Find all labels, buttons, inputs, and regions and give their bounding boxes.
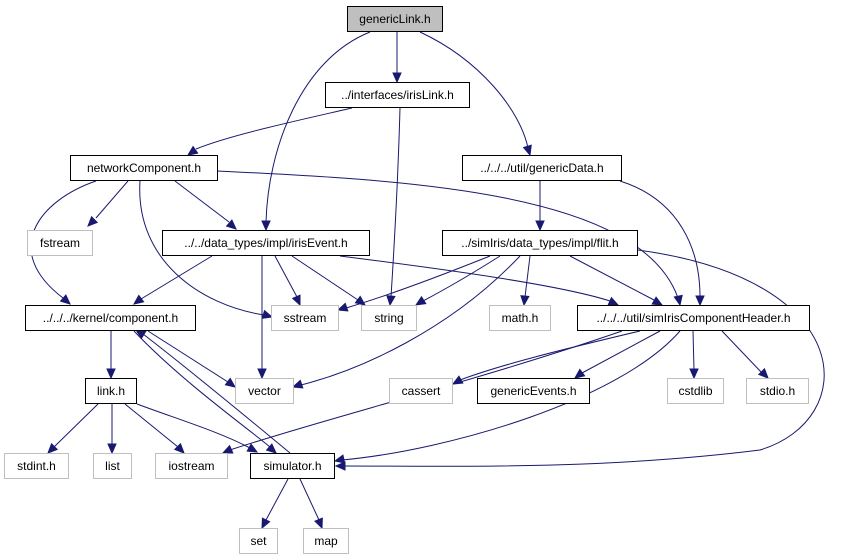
arrowhead-link-list <box>107 443 117 455</box>
arrowhead-irisEvent-vector <box>257 368 267 380</box>
arrowhead-flit-sstream <box>336 302 349 312</box>
node-simIrisComponentHeader[interactable]: ../../../util/simIrisComponentHeader.h <box>577 305 810 331</box>
arrowhead-link-simulator <box>246 443 259 453</box>
arrowhead-simIris-genericEvents <box>574 368 586 379</box>
edge-flit-simIris <box>569 255 655 301</box>
edge-networkComponent-sstream <box>139 180 265 316</box>
node-stdint[interactable]: stdint.h <box>4 453 69 479</box>
arrowhead-component-vector <box>224 377 236 388</box>
arrowhead-component-simulator <box>265 443 277 454</box>
arrowhead-flit-math <box>520 295 530 307</box>
node-iostream[interactable]: iostream <box>155 453 228 479</box>
node-simulator[interactable]: simulator.h <box>250 453 335 479</box>
node-genericLink[interactable]: genericLink.h <box>347 6 443 32</box>
arrowhead-networkComponent-fstream <box>87 215 99 227</box>
edge-simIris-stdio <box>721 330 763 374</box>
edge-irisLink-string <box>390 107 401 298</box>
edge-genericLink-genericData <box>419 31 529 149</box>
edge-simulator-set <box>265 478 289 521</box>
node-vector[interactable]: vector <box>235 378 294 404</box>
arrowhead-simIris-iostream <box>221 444 234 454</box>
edge-flit-string <box>422 255 501 302</box>
node-irisLink[interactable]: ../interfaces/irisLink.h <box>325 82 470 108</box>
arrowhead-genericLink-irisLink <box>392 72 402 84</box>
arrowhead-genericData-simIris <box>695 295 705 307</box>
edge-irisLink-networkComponent <box>195 107 353 150</box>
edge-simulator-map <box>299 478 320 521</box>
edge-simIris-genericEvents <box>581 330 661 374</box>
arrowhead-simIris-simulator <box>333 454 346 464</box>
node-list[interactable]: list <box>93 453 132 479</box>
node-sstream[interactable]: sstream <box>271 305 339 331</box>
arrowhead-component-link <box>106 368 116 380</box>
edge-link-stdint <box>53 403 99 448</box>
arrowhead-networkComponent-component <box>59 294 71 305</box>
arrowhead-networkComponent-irisEvent <box>225 219 237 230</box>
arrowhead-simIris-cstdlib <box>689 368 699 380</box>
arrowhead-flit-string <box>414 295 427 306</box>
node-fstream[interactable]: fstream <box>27 230 93 256</box>
edge-irisEvent-simIris <box>339 255 611 302</box>
edge-genericData-simIris <box>619 180 701 298</box>
arrowhead-irisLink-networkComponent <box>186 145 199 156</box>
node-math[interactable]: math.h <box>489 305 551 331</box>
edge-networkComponent-fstream <box>95 180 129 219</box>
arrowhead-flit-vector <box>291 379 304 389</box>
node-flit[interactable]: ../simIris/data_types/impl/flit.h <box>442 230 638 256</box>
arrowhead-simulator-set <box>261 517 271 530</box>
arrowhead-simulator-map <box>314 517 323 530</box>
edge-component-simulator <box>133 330 271 448</box>
node-string[interactable]: string <box>361 305 417 331</box>
edge-networkComponent-simIris <box>217 170 679 299</box>
arrowhead-genericData-flit <box>535 220 545 232</box>
edge-networkComponent-component <box>30 180 97 299</box>
arrowhead-irisEvent-sstream <box>291 294 301 307</box>
node-link[interactable]: link.h <box>85 378 137 404</box>
node-cassert[interactable]: cassert <box>389 378 453 404</box>
edge-simIris-simulator <box>341 330 681 461</box>
edge-flit-simulator <box>343 249 825 467</box>
node-stdio[interactable]: stdio.h <box>746 378 809 404</box>
arrowhead-link-stdint <box>47 442 59 454</box>
node-genericData[interactable]: ../../../util/genericData.h <box>462 155 622 181</box>
arrowhead-irisEvent-simIris <box>607 296 620 306</box>
edge-irisEvent-component <box>140 255 213 300</box>
node-cstdlib[interactable]: cstdlib <box>667 378 724 404</box>
arrowhead-irisEvent-component <box>133 294 145 305</box>
edge-link-iostream <box>124 403 179 448</box>
node-irisEvent[interactable]: ../../data_types/impl/irisEvent.h <box>162 230 370 256</box>
edge-simIris-cstdlib <box>692 330 695 371</box>
node-component[interactable]: ../../../kernel/component.h <box>25 305 196 331</box>
arrowhead-genericLink-irisEvent <box>261 220 271 232</box>
arrowhead-simIris-stdio <box>757 367 769 379</box>
arrowhead-link-iostream <box>173 442 185 454</box>
arrowhead-irisLink-string <box>386 295 396 307</box>
edge-irisEvent-sstream <box>274 255 298 298</box>
node-map[interactable]: map <box>303 528 349 554</box>
edge-simIris-cassert <box>459 330 641 381</box>
node-set[interactable]: set <box>239 528 278 554</box>
arrowhead-networkComponent-simIris <box>673 294 683 307</box>
node-genericEvents[interactable]: genericEvents.h <box>477 378 590 404</box>
edge-flit-math <box>524 255 531 298</box>
edge-component-vector <box>147 330 229 383</box>
node-networkComponent[interactable]: networkComponent.h <box>70 155 218 181</box>
arrowhead-flit-simIris <box>651 296 664 306</box>
edge-flit-vector <box>300 255 521 386</box>
edge-flit-sstream <box>345 255 491 309</box>
edge-networkComponent-irisEvent <box>174 180 230 223</box>
edge-link-simulator <box>136 403 251 449</box>
edge-genericLink-irisEvent <box>265 31 371 223</box>
arrowhead-genericLink-genericData <box>522 144 532 157</box>
arrowhead-networkComponent-sstream <box>261 309 274 319</box>
edge-simulator-component <box>142 333 291 454</box>
arrowhead-flit-simulator <box>334 461 346 471</box>
edge-irisEvent-string <box>291 255 359 301</box>
